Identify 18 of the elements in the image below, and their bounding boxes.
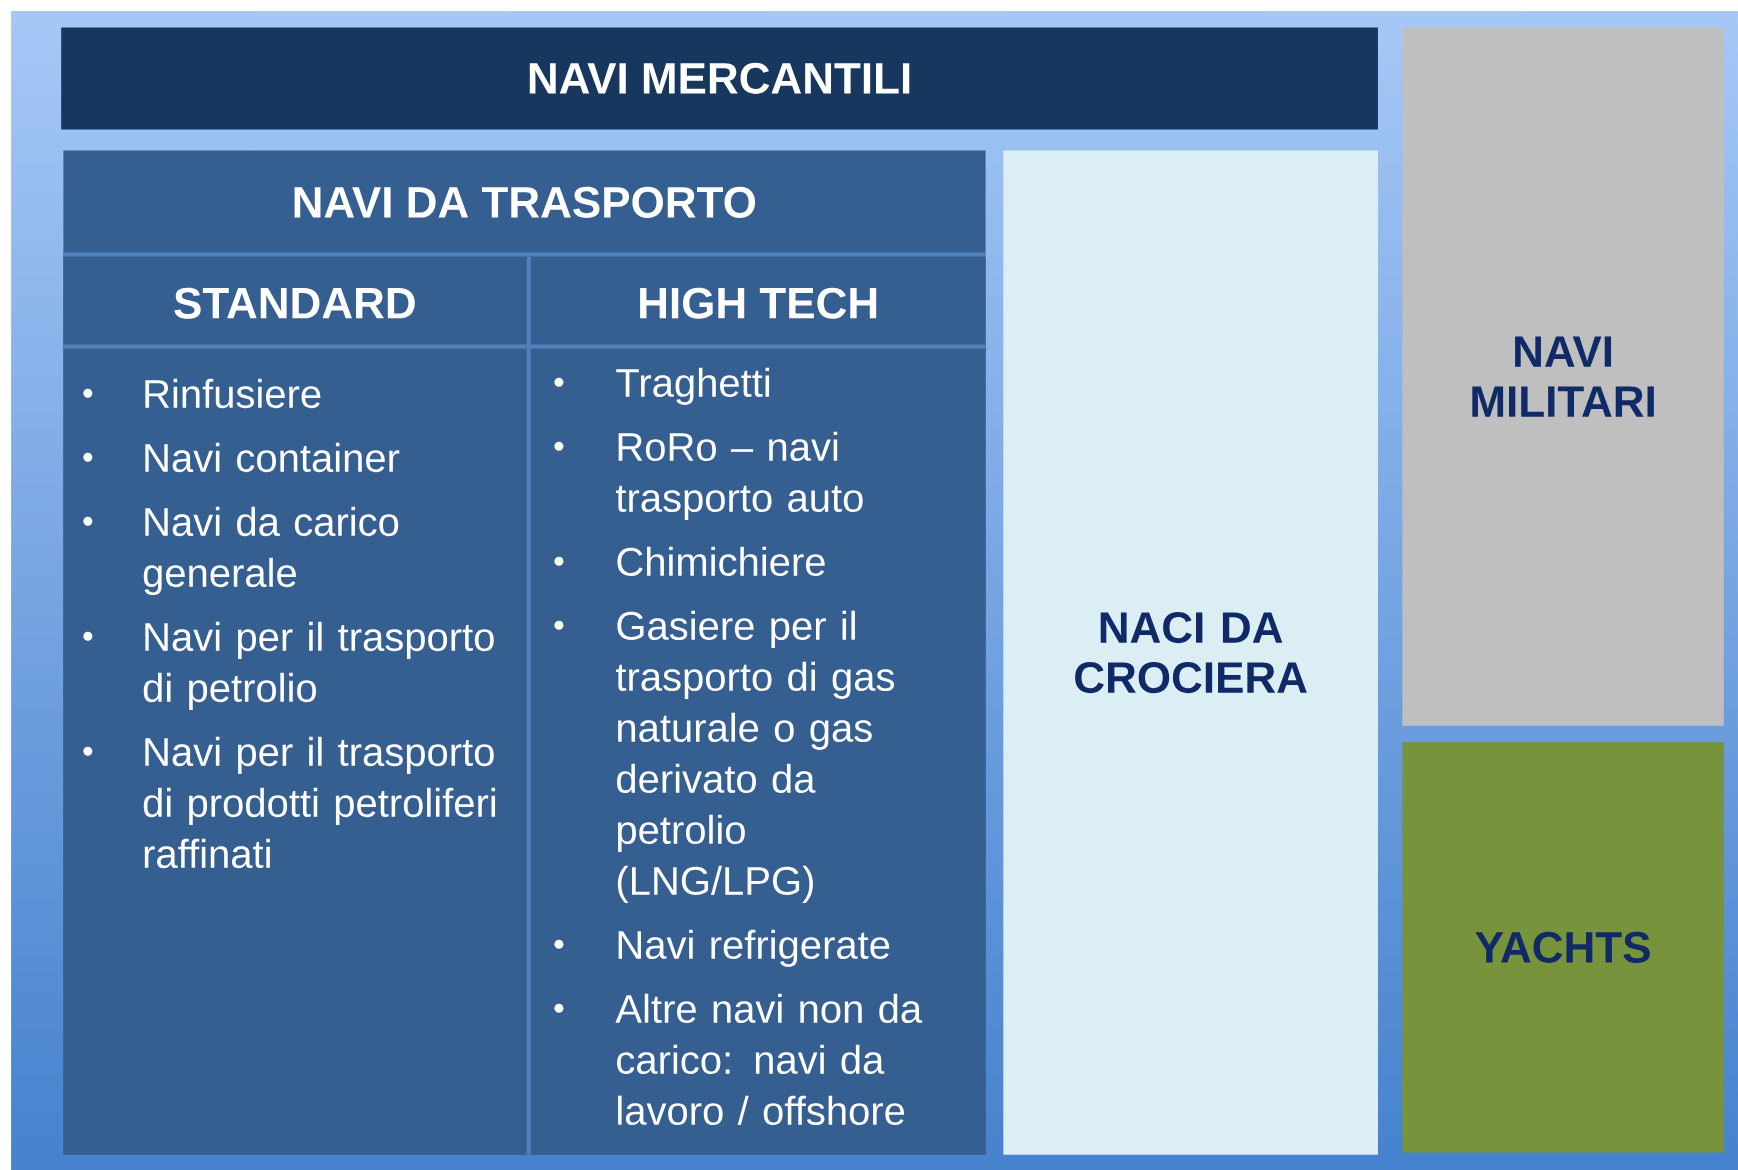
panel-heading: NAVI DA TRASPORTO bbox=[294, 186, 756, 218]
list-item: Navi per il trasporto di prodotti petroliferi raffinati bbox=[143, 736, 496, 869]
category-box: YACHTS bbox=[1402, 742, 1724, 1153]
title-banner: NAVI MERCANTILI bbox=[61, 27, 1378, 130]
category-box: NAVI MILITARI bbox=[1402, 27, 1724, 726]
list-item: RoRo – navi trasporto auto bbox=[616, 431, 863, 520]
list-item: Navi per il trasporto di petrolio bbox=[143, 621, 494, 711]
list-item: Traghetti bbox=[616, 367, 770, 405]
list-item: Altre navi non da carico: navi da lavoro / offshore bbox=[615, 993, 923, 1126]
list-item: Rinfusiere bbox=[145, 378, 321, 409]
list-item: Navi refrigerate bbox=[618, 929, 890, 967]
list-item: Navi container bbox=[145, 442, 400, 473]
list-item: Gasiere per il trasporto di gas naturale o gas derivato da petrolio (LNG/LPG) bbox=[616, 610, 894, 903]
column-heading: HIGH TECH bbox=[640, 287, 877, 319]
category-box: NACI DA CROCIERA bbox=[1003, 150, 1378, 1155]
column-heading: STANDARD bbox=[174, 287, 415, 319]
list-item: Chimichiere bbox=[617, 546, 825, 577]
list-item: Navi da carico generale bbox=[143, 506, 399, 596]
